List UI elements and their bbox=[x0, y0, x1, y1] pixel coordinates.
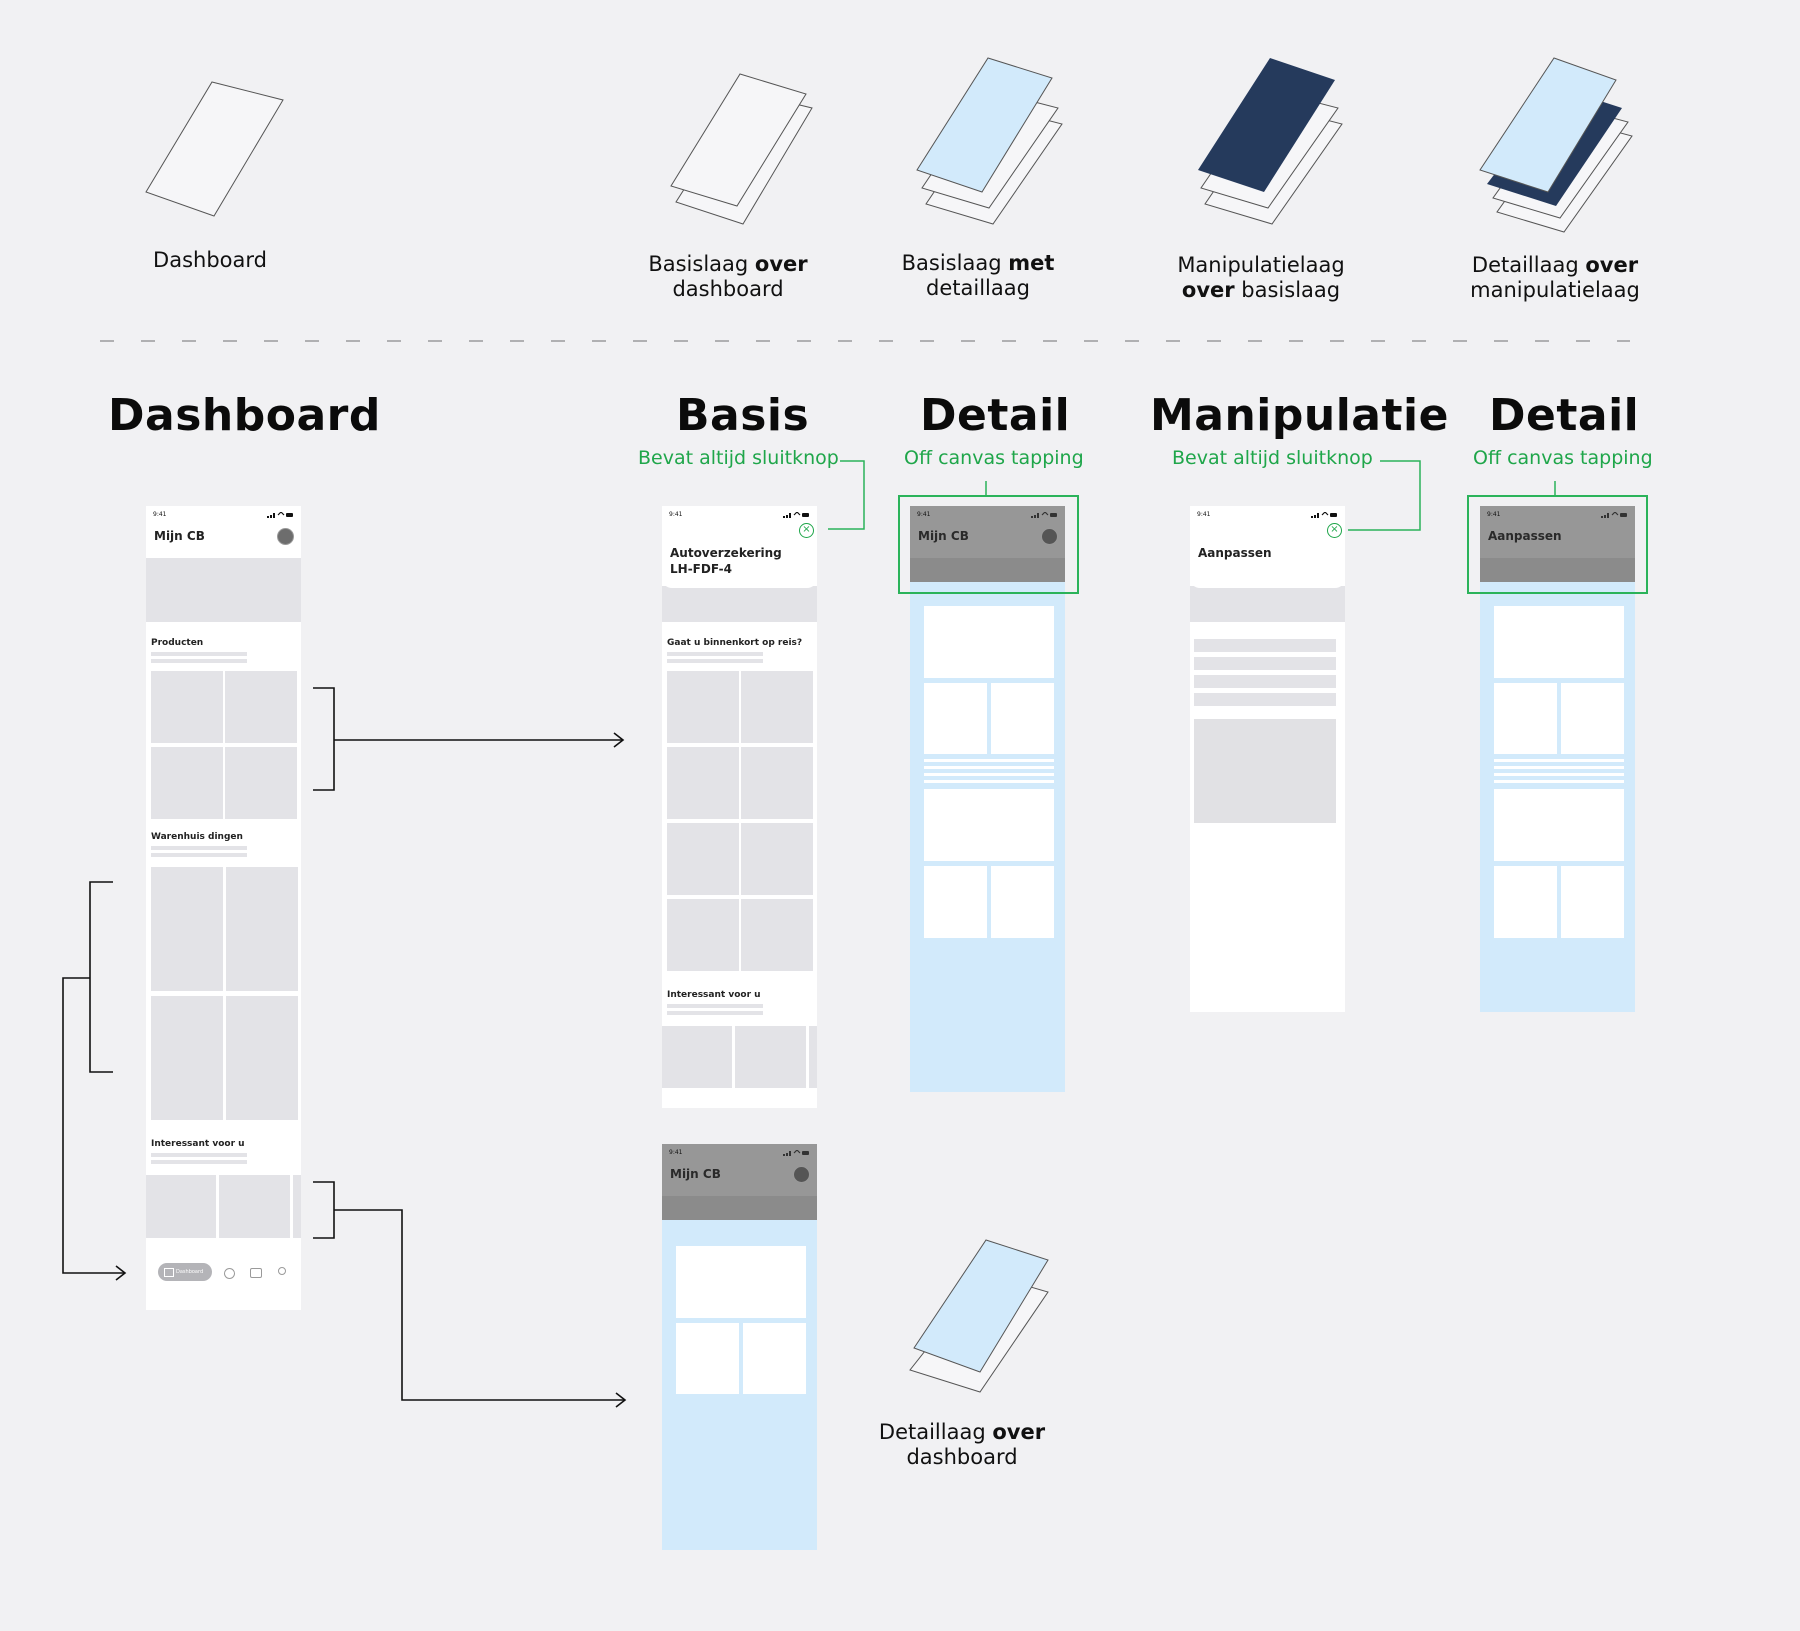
flow-connectors bbox=[0, 0, 1800, 1631]
